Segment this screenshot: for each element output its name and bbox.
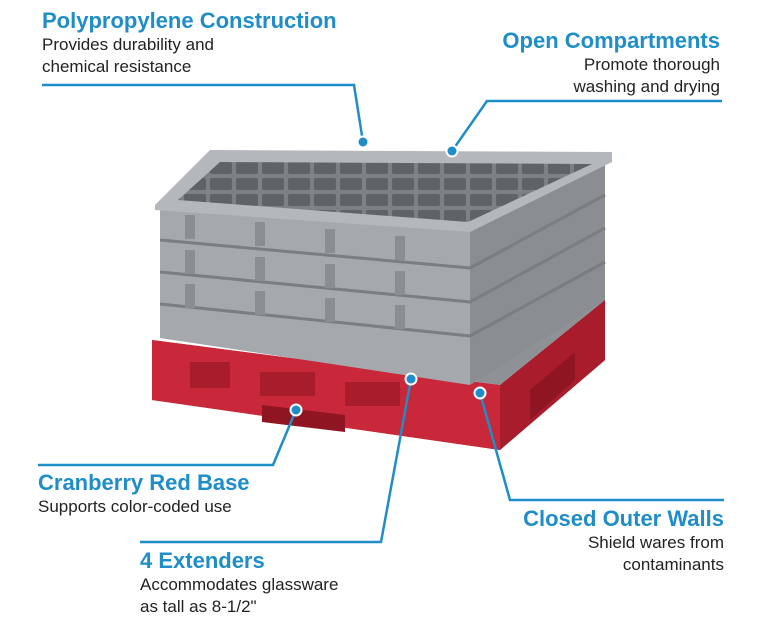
callout-desc-line: Supports color-coded use <box>38 497 232 516</box>
red-base <box>152 300 605 450</box>
callout-open-compartments: Open Compartments Promote thorough washi… <box>502 28 720 98</box>
callout-desc-line: Provides durability and <box>42 35 214 54</box>
leader-lines <box>38 83 724 544</box>
callout-desc-line: chemical resistance <box>42 57 192 76</box>
callout-desc-line: washing and drying <box>573 77 720 96</box>
callout-desc-line: as tall as 8-1/2" <box>140 597 257 616</box>
callout-desc-line: contaminants <box>622 555 724 574</box>
callout-closed-walls: Closed Outer Walls Shield wares from con… <box>523 506 724 576</box>
callout-desc-line: Shield wares from <box>587 533 724 552</box>
callout-title: 4 Extenders <box>140 548 265 573</box>
callout-desc-line: Accommodates glassware <box>140 575 339 594</box>
callout-title: Cranberry Red Base <box>38 470 250 495</box>
leader-dot-icon <box>289 135 487 417</box>
callout-red-base: Cranberry Red Base Supports color-coded … <box>38 470 250 518</box>
callout-desc-line: Promote thorough <box>583 55 720 74</box>
callout-title: Polypropylene Construction <box>42 8 337 33</box>
callout-title: Closed Outer Walls <box>523 506 724 531</box>
callout-extenders: 4 Extenders Accommodates glassware as ta… <box>140 548 338 618</box>
extender-stack <box>155 150 612 385</box>
callout-polypropylene: Polypropylene Construction Provides dura… <box>42 8 337 78</box>
callout-title: Open Compartments <box>502 28 720 53</box>
